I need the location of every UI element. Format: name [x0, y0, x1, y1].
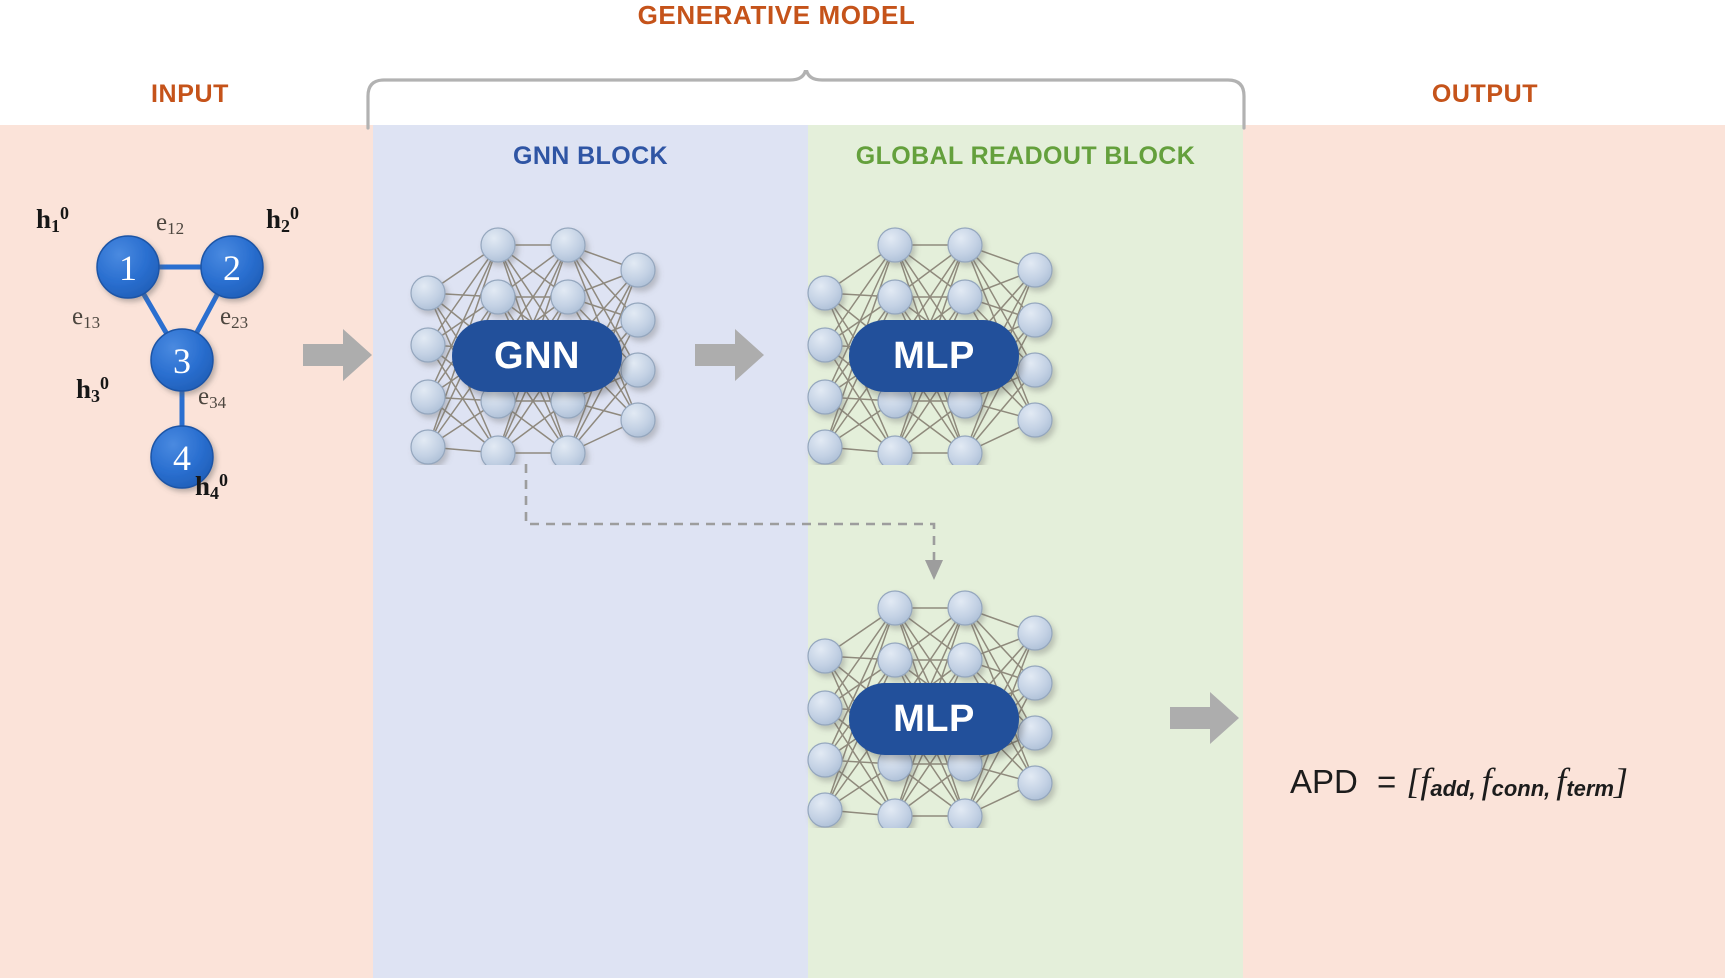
nn-node: [807, 792, 843, 828]
nn-node: [550, 435, 586, 465]
edge-label-e23: e23: [220, 303, 249, 332]
graph-node-number-2: 2: [223, 248, 241, 288]
apd-term-conn-f: f: [1481, 761, 1492, 801]
graph-nodes: [96, 235, 264, 489]
nn-node: [877, 279, 913, 315]
nn-node: [877, 227, 913, 263]
nn-node: [480, 435, 516, 465]
output-title: OUTPUT: [1431, 80, 1539, 108]
nn-node: [620, 352, 656, 388]
node-feature-label-h3: h30: [76, 373, 110, 406]
nn-node: [947, 590, 983, 626]
arrow-gnn-to-mlp-icon: [695, 329, 764, 381]
nn-node: [807, 379, 843, 415]
nn-node: [807, 275, 843, 311]
nn-node: [1017, 615, 1053, 651]
nn-node: [947, 227, 983, 263]
arrow-mlp-to-output-icon: [1170, 692, 1239, 744]
nn-node: [620, 402, 656, 438]
nn-node: [480, 279, 516, 315]
nn-node: [480, 227, 516, 263]
node-feature-label-h4: h40: [195, 470, 229, 503]
input-graph-svg: 1 2 3 4: [96, 235, 264, 489]
edge-label-e34: e34: [198, 383, 227, 412]
nn-node: [807, 690, 843, 726]
gnn-block-label: GNN BLOCK: [513, 142, 668, 170]
nn-node: [1017, 402, 1053, 438]
mlp-top-pill-label: MLP: [849, 320, 1019, 392]
graph-node-numbers: 1 2 3 4: [119, 248, 241, 478]
graph-node-3: [150, 328, 214, 392]
generative-model-brace-icon: [366, 70, 1246, 130]
arrow-input-to-gnn-icon: [303, 329, 372, 381]
apd-term-add-f: f: [1420, 761, 1431, 801]
nn-node: [947, 798, 983, 828]
node-feature-label-h2: h20: [266, 203, 300, 236]
nn-node: [620, 302, 656, 338]
nn-node: [620, 252, 656, 288]
nn-node: [877, 642, 913, 678]
mlp-bottom-pill-label: MLP: [849, 683, 1019, 755]
nn-node: [1017, 765, 1053, 801]
apd-bracket-open: [: [1406, 761, 1421, 801]
apd-label: APD: [1290, 763, 1358, 800]
nn-node: [410, 379, 446, 415]
nn-node: [1017, 665, 1053, 701]
generative-model-title: GENERATIVE MODEL: [637, 0, 916, 30]
readout-block-label: GLOBAL READOUT BLOCK: [855, 142, 1196, 170]
nn-node: [410, 327, 446, 363]
nn-node: [1017, 252, 1053, 288]
apd-term-term-f: f: [1556, 761, 1567, 801]
apd-bracket-close: ]: [1614, 761, 1629, 801]
edge-label-e12: e12: [156, 209, 185, 238]
nn-node: [947, 435, 983, 465]
graph-node-number-3: 3: [173, 341, 191, 381]
gnn-block-background-band: [373, 125, 808, 978]
gnn-pill-label: GNN: [452, 320, 622, 392]
edge-label-e13: e13: [72, 303, 101, 332]
graph-node-4: [150, 425, 214, 489]
graph-node-number-1: 1: [119, 248, 137, 288]
nn-node: [807, 429, 843, 465]
apd-sep-1: ,: [1469, 776, 1476, 801]
input-title: INPUT: [151, 80, 229, 108]
input-graph: 1 2 3 4 h10 h20 h30 h40 e12 e13 e23: [10, 195, 360, 525]
graph-node-1: [96, 235, 160, 299]
nn-node: [550, 227, 586, 263]
apd-term-term-sub: term: [1566, 776, 1614, 801]
skip-connection-dashed-arrow-icon: [524, 464, 943, 580]
nn-node: [877, 435, 913, 465]
nn-node: [410, 429, 446, 465]
apd-equals: =: [1377, 763, 1397, 800]
nn-node: [1017, 352, 1053, 388]
nn-node: [1017, 302, 1053, 338]
nn-node: [550, 279, 586, 315]
graph-node-number-4: 4: [173, 438, 191, 478]
nn-node: [877, 798, 913, 828]
apd-output-formula: APD =[fadd,fconn,fterm]: [1290, 760, 1628, 802]
nn-node: [807, 638, 843, 674]
nn-node: [947, 279, 983, 315]
nn-node: [410, 275, 446, 311]
nn-node: [807, 742, 843, 778]
apd-term-conn-sub: conn: [1491, 776, 1545, 801]
nn-node: [807, 327, 843, 363]
apd-sep-2: ,: [1544, 776, 1551, 801]
graph-node-2: [200, 235, 264, 299]
node-feature-label-h1: h10: [36, 203, 70, 236]
nn-node: [877, 590, 913, 626]
nn-node: [947, 642, 983, 678]
nn-node: [1017, 715, 1053, 751]
apd-term-add-sub: add: [1430, 776, 1470, 801]
